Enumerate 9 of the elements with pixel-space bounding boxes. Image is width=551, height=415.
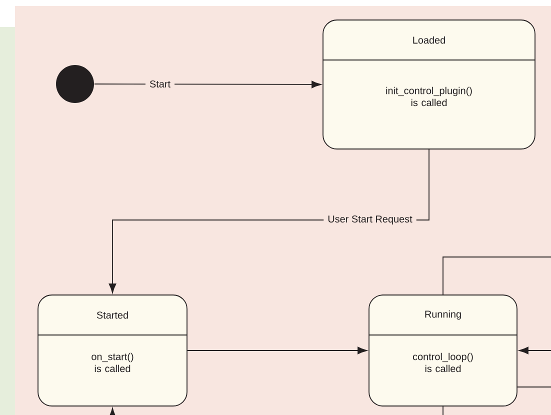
arrow	[94, 80, 322, 88]
state-box: Running control_loop() is called	[368, 294, 518, 406]
state-box: Started on_start() is called	[38, 294, 188, 406]
state-box: Loaded init_control_plugin() is called	[322, 20, 536, 150]
initial-state-dot	[56, 65, 94, 103]
arrow	[187, 346, 368, 354]
edge-label: User Start Request	[324, 214, 416, 226]
arrow	[518, 346, 551, 354]
arrow	[108, 408, 116, 415]
